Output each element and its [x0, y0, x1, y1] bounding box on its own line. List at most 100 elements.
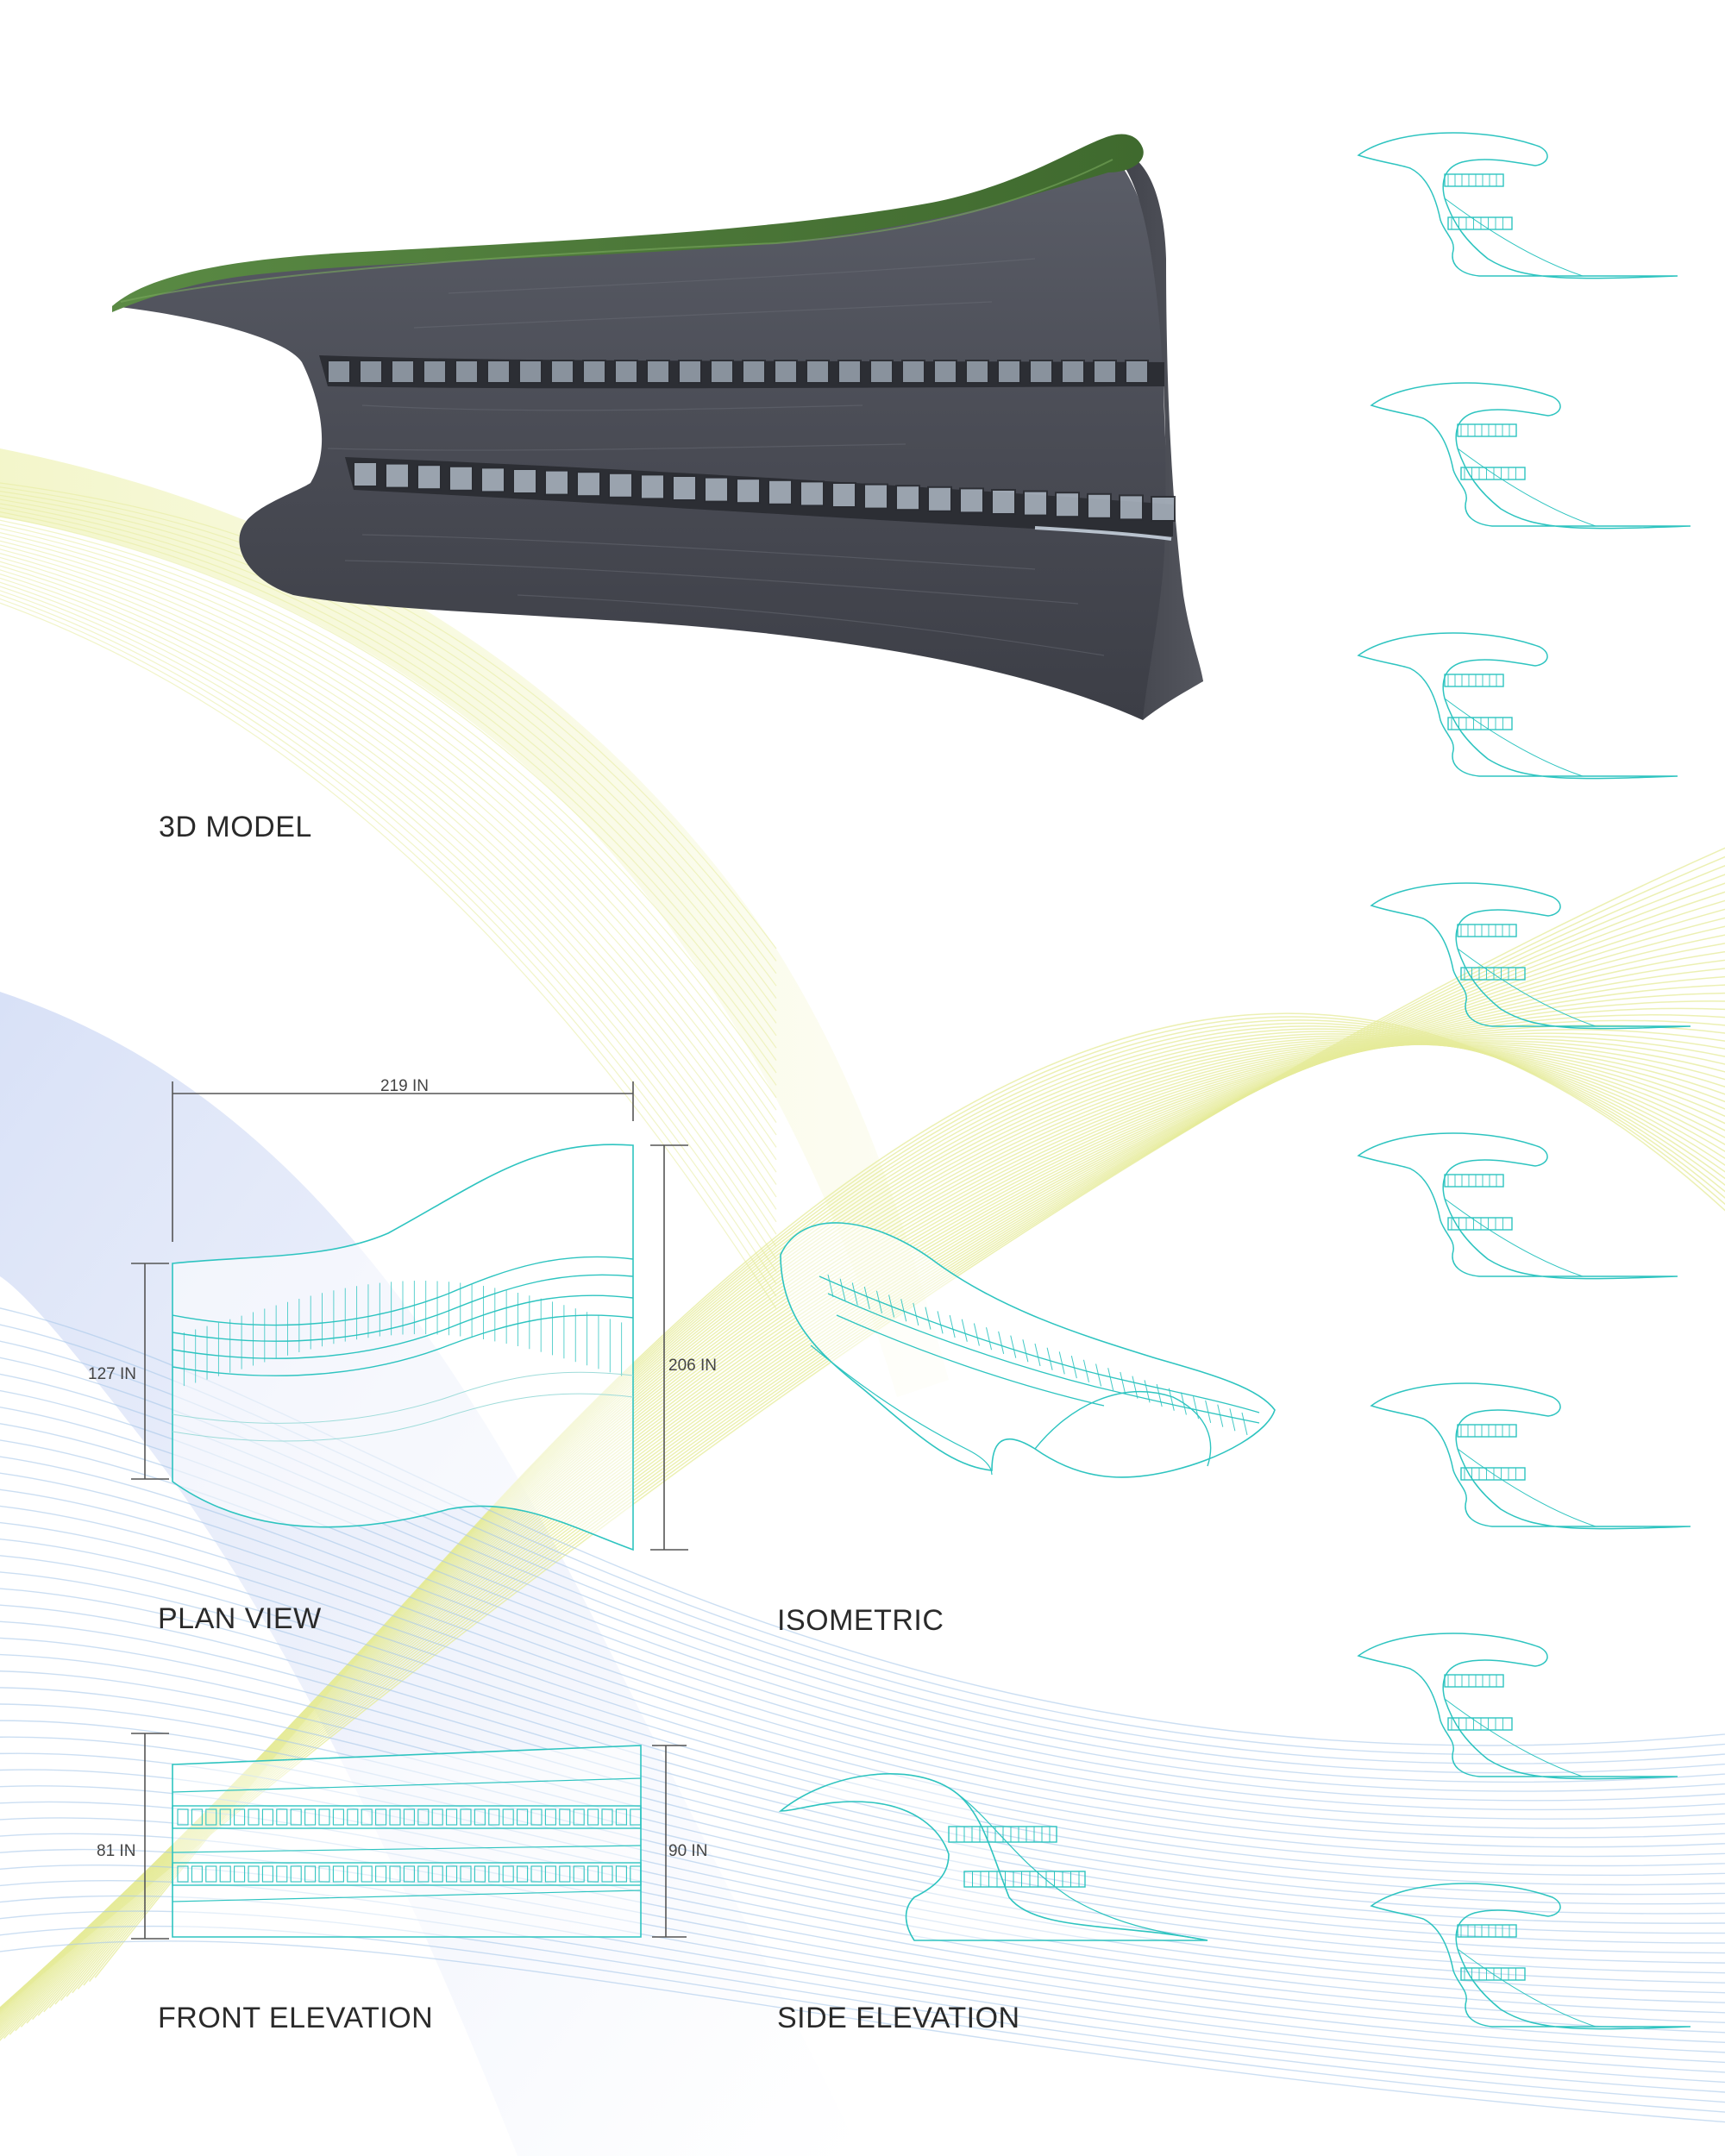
- dim-front-height-right: 90 IN: [668, 1842, 708, 1860]
- iso-seat-module: [900, 1299, 907, 1322]
- isometric-drawing: [780, 1222, 1276, 1478]
- wave-line-blue: [0, 1571, 1725, 1896]
- front-window-module: [630, 1865, 642, 1883]
- plan-view-drawing: [131, 1081, 688, 1551]
- label-side-elevation: SIDE ELEVATION: [777, 2002, 1020, 2034]
- label-isometric: ISOMETRIC: [777, 1604, 944, 1637]
- iso-seat-module: [1132, 1376, 1138, 1399]
- wave-line-blue: [0, 1879, 1725, 2084]
- front-window-module: [389, 1808, 401, 1826]
- wave-line-arc: [0, 561, 777, 1185]
- wave-line-arc: [0, 598, 777, 1297]
- side-profile-outer: [957, 1793, 1208, 1941]
- front-window-module: [290, 1808, 302, 1826]
- section-slice: [1370, 882, 1691, 1030]
- front-window-module: [389, 1865, 401, 1883]
- iso-seat-module: [1120, 1371, 1126, 1395]
- wave-line-arc: [0, 565, 777, 1198]
- plan-band-4: [172, 1314, 634, 1376]
- upper-window: [486, 360, 511, 384]
- dim-front-height-left: 81 IN: [97, 1842, 136, 1860]
- front-window-module: [234, 1808, 246, 1826]
- wave-line-arc: [0, 594, 777, 1285]
- upper-window: [1093, 360, 1117, 384]
- slice-lower-module: [1447, 1217, 1513, 1231]
- front-line-3: [172, 1890, 642, 1902]
- lower-window: [1119, 494, 1144, 521]
- front-window-module: [205, 1865, 217, 1883]
- iso-seat-module: [913, 1302, 919, 1326]
- wave-line-blue: [0, 1910, 1725, 2103]
- front-window-module: [544, 1808, 556, 1826]
- wave-line-arc: [0, 573, 777, 1223]
- upper-window: [646, 360, 670, 384]
- upper-window: [678, 360, 702, 384]
- front-window-module: [630, 1808, 642, 1826]
- iso-seat-module: [1082, 1359, 1089, 1382]
- iso-seat-module: [986, 1327, 993, 1351]
- lower-window: [353, 461, 378, 487]
- front-window-module: [587, 1865, 599, 1883]
- slice-upper-module: [1457, 1424, 1517, 1438]
- wave-line-yellow: [94, 1012, 1725, 1978]
- front-window-module: [261, 1865, 273, 1883]
- iso-seat-module: [949, 1314, 956, 1338]
- upper-window: [614, 360, 638, 384]
- iso-seat-module: [1010, 1335, 1017, 1358]
- slice-inner-line: [1457, 948, 1596, 1027]
- slice-upper-module: [1444, 674, 1504, 687]
- wave-line-blue: [0, 1307, 1725, 1746]
- wave-line-blue: [0, 1505, 1725, 1858]
- front-window-module: [403, 1808, 415, 1826]
- roof-highlight: [120, 159, 1113, 303]
- wave-line-arc: [0, 528, 777, 1086]
- wave-line-blue: [0, 1472, 1725, 1839]
- front-window-module: [601, 1808, 613, 1826]
- front-window-module: [474, 1865, 486, 1883]
- iso-seat-module: [961, 1319, 968, 1342]
- upper-window: [550, 360, 574, 384]
- wave-line-blue: [0, 1521, 1725, 1867]
- front-window-module: [332, 1808, 344, 1826]
- wave-line-arc: [0, 507, 777, 1024]
- front-window-module: [403, 1865, 415, 1883]
- front-window-module: [332, 1865, 344, 1883]
- upper-window: [965, 360, 989, 384]
- slice-profile: [1370, 1883, 1691, 2030]
- side-window-modules: [948, 1827, 1080, 1887]
- 3d-model-render: [112, 134, 1203, 721]
- front-window-module: [417, 1808, 430, 1826]
- wave-line-arc: [0, 515, 777, 1049]
- section-slice: [1357, 632, 1678, 780]
- front-elevation-drawing: [131, 1733, 687, 1940]
- iso-band-3: [836, 1314, 1105, 1407]
- front-window-module: [559, 1865, 571, 1883]
- front-window-module: [488, 1865, 500, 1883]
- wave-line-arc: [0, 491, 777, 975]
- label-plan-view: PLAN VIEW: [158, 1602, 322, 1635]
- front-window-module: [446, 1865, 458, 1883]
- wave-line-arc: [0, 569, 777, 1210]
- front-window-module: [276, 1865, 288, 1883]
- front-window-module: [517, 1865, 529, 1883]
- wave-line-arc: [0, 540, 777, 1123]
- front-window-modules: [177, 1808, 642, 1883]
- wave-line-arc: [0, 503, 777, 1012]
- lower-window: [576, 471, 601, 498]
- wave-line-arc: [0, 523, 777, 1074]
- section-slice: [1357, 132, 1678, 279]
- lower-window: [831, 482, 856, 508]
- upper-window: [455, 360, 479, 384]
- plan-band-2: [172, 1274, 634, 1342]
- iso-seat-module: [1095, 1363, 1102, 1387]
- wave-line-arc: [0, 486, 777, 962]
- slice-upper-module: [1457, 423, 1517, 437]
- concrete-shell: [112, 151, 1203, 720]
- iso-seat-module: [998, 1331, 1005, 1354]
- wave-line-blue: [0, 1555, 1725, 1886]
- plan-band-1: [172, 1256, 634, 1326]
- front-window-module: [488, 1808, 500, 1826]
- front-window-module: [502, 1808, 514, 1826]
- wave-line-blue: [0, 1407, 1725, 1802]
- section-slice: [1357, 1633, 1678, 1780]
